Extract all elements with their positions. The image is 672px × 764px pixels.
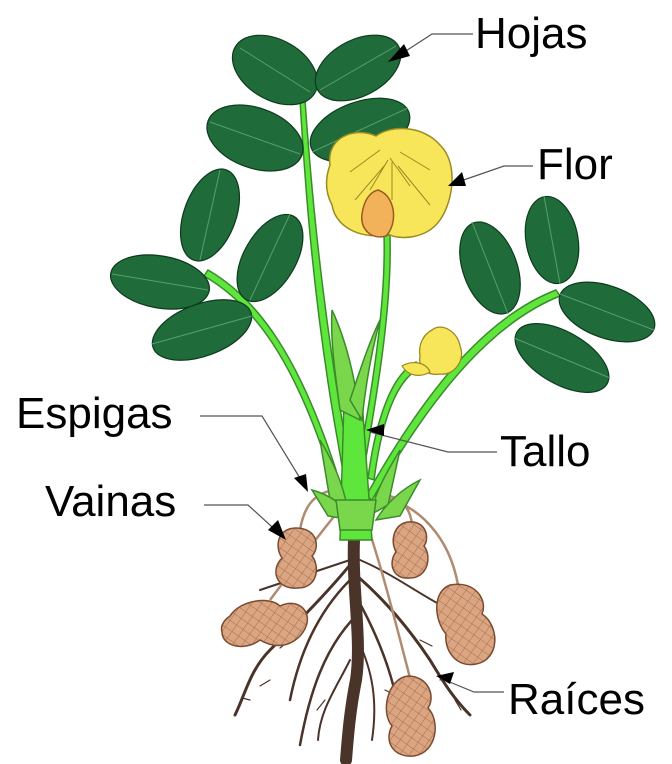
pod xyxy=(386,676,435,756)
pod xyxy=(392,522,428,578)
label-espigas: Espigas xyxy=(16,392,173,436)
label-raices: Raíces xyxy=(508,678,645,722)
pod xyxy=(437,584,495,664)
label-hojas: Hojas xyxy=(475,12,588,56)
label-flor: Flor xyxy=(537,143,613,187)
taproot xyxy=(346,540,358,760)
main-flower xyxy=(327,129,453,238)
label-vainas: Vainas xyxy=(45,480,176,524)
pod xyxy=(221,601,307,647)
label-tallo: Tallo xyxy=(500,430,591,474)
small-flower xyxy=(402,327,462,375)
